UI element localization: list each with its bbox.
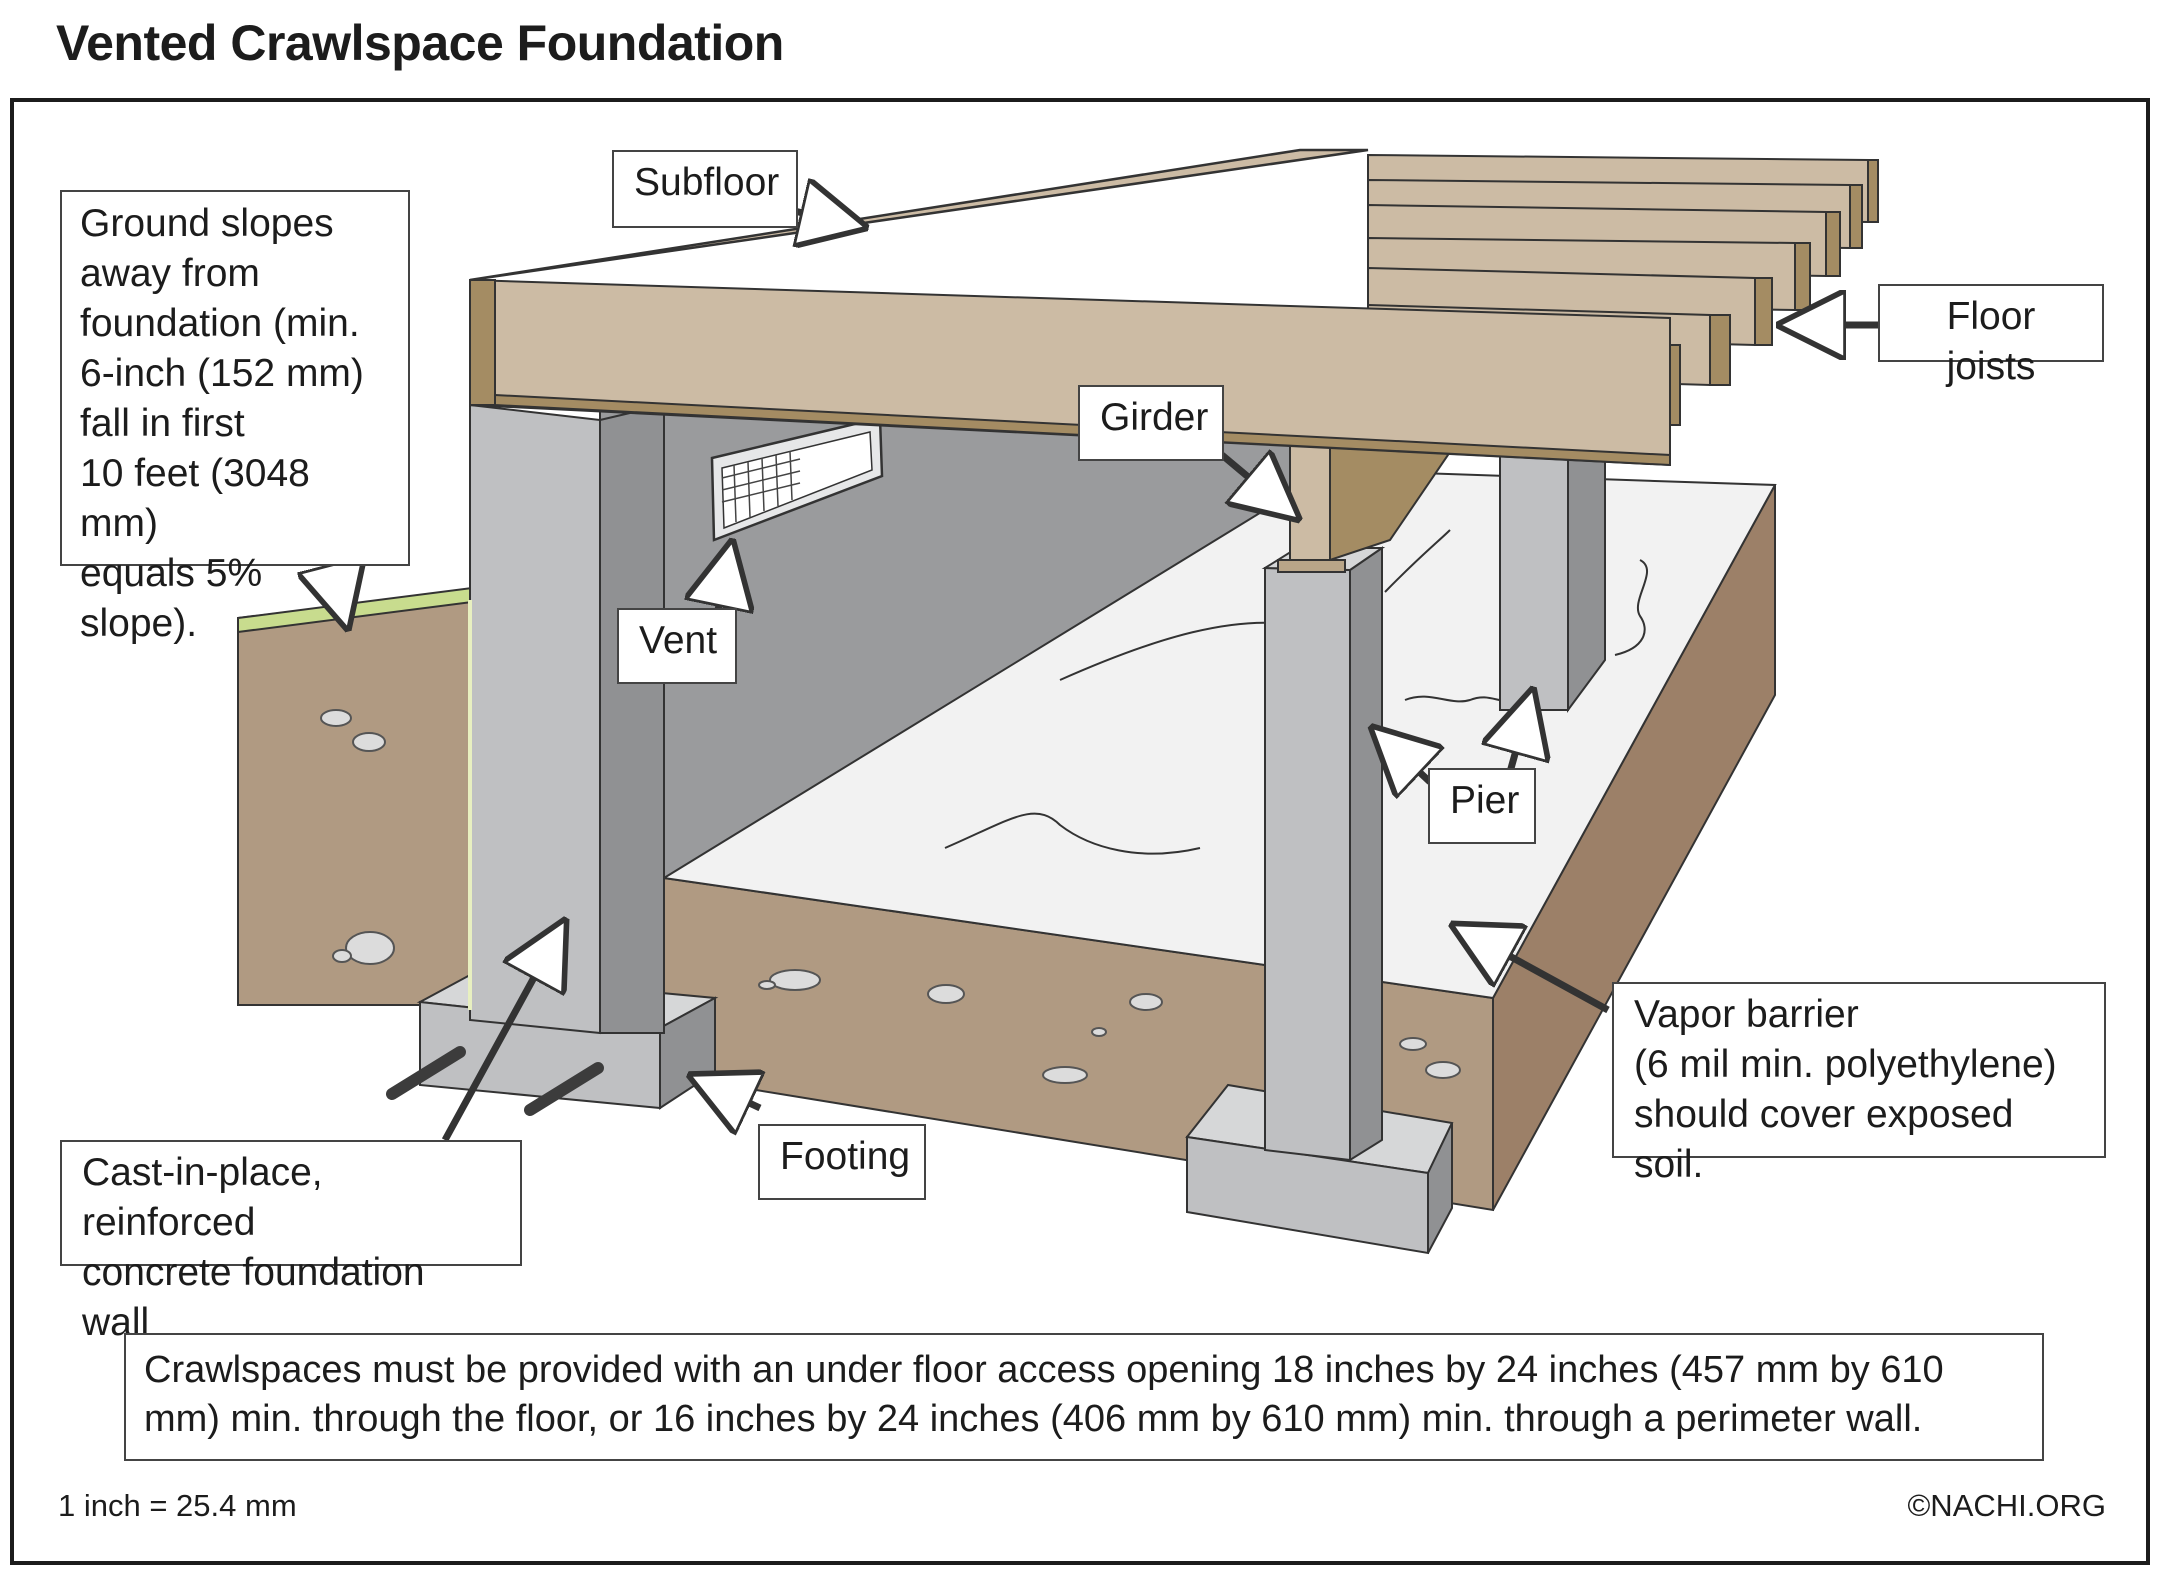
girder-arrow (1219, 455, 1290, 512)
access-opening-note: Crawlspaces must be provided with an und… (124, 1333, 2044, 1461)
vent-arrow (718, 552, 730, 610)
unit-conversion-note: 1 inch = 25.4 mm (58, 1488, 297, 1523)
label-floor-joists: Floor joists (1878, 284, 2104, 388)
vapor-barrier-arrow (1462, 930, 1610, 1014)
subfloor-sheet (469, 148, 1369, 282)
copyright-notice: ©NACHI.ORG (1907, 1488, 2106, 1523)
label-ground-slope: Ground slopes away from foundation (min.… (60, 190, 410, 645)
label-pier: Pier (1428, 768, 1536, 844)
label-vapor-barrier: Vapor barrier (6 mil min. polyethylene) … (1612, 982, 2106, 1186)
exterior-ground (237, 586, 473, 1006)
foundation-wall-arrow (441, 930, 560, 1142)
subfloor-arrow (789, 210, 855, 225)
foundation-wall (468, 403, 665, 1035)
label-foundation-wall: Cast-in-place, reinforced concrete found… (60, 1140, 522, 1344)
front-pier (1261, 546, 1386, 1162)
callout-arrows (330, 210, 1878, 1142)
pier-arrow-front (1380, 735, 1430, 782)
vent-grille (710, 416, 884, 542)
vapor-barrier (661, 468, 1777, 1000)
soil-stones (758, 969, 1461, 1084)
label-subfloor: Subfloor (612, 150, 798, 228)
diagram-frame (10, 98, 2150, 1565)
rear-pier (1499, 438, 1606, 714)
label-footing: Footing (758, 1124, 926, 1200)
label-girder: Girder (1078, 385, 1224, 461)
label-vent: Vent (617, 608, 737, 684)
diagram-title: Vented Crawlspace Foundation (56, 15, 784, 71)
footing-arrow (700, 1080, 760, 1108)
rebar (386, 1046, 604, 1116)
ground-slope-arrow (330, 560, 345, 618)
